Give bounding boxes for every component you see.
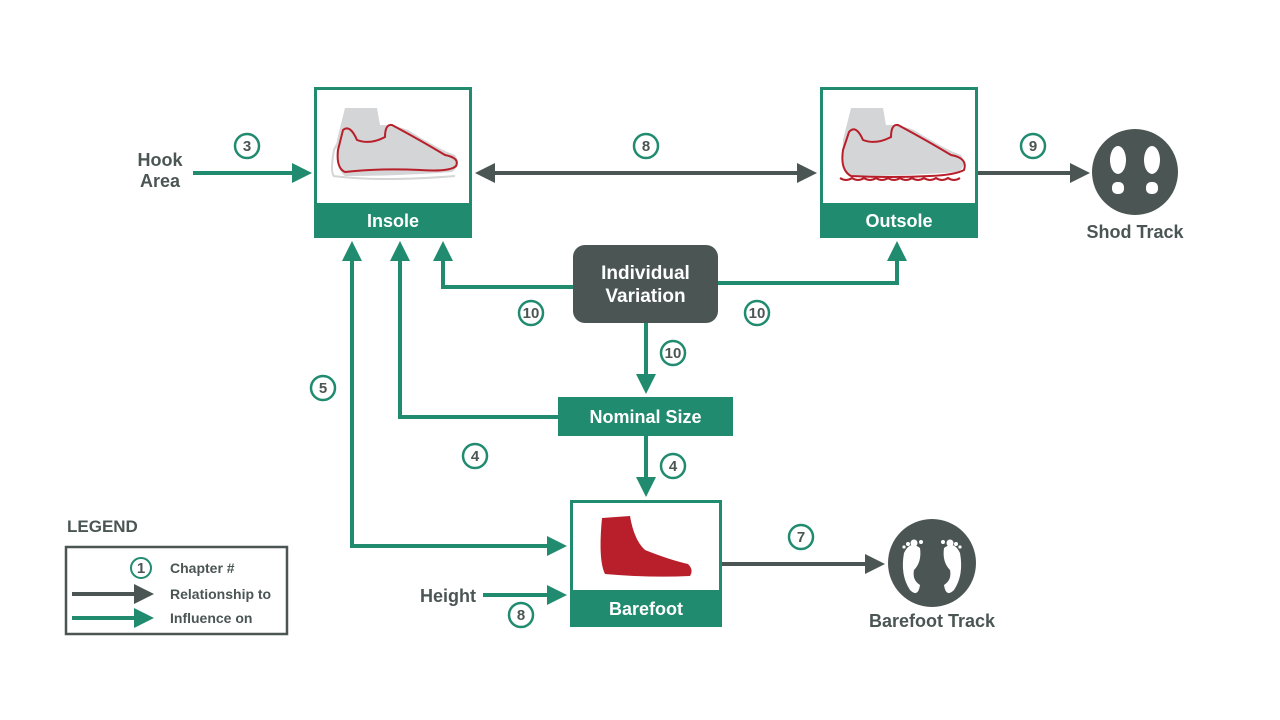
nominal-size-node: Nominal Size xyxy=(558,397,733,436)
chapter-badge: 10 xyxy=(749,305,766,322)
outsole-node: Outsole xyxy=(820,87,978,238)
insole-shoe-icon xyxy=(331,108,458,180)
outsole-label: Outsole xyxy=(865,211,932,231)
arrow-variation-to-insole xyxy=(433,241,575,289)
chapter-badge: 8 xyxy=(517,607,525,624)
nominal-size-label: Nominal Size xyxy=(589,407,701,427)
arrow-nominal-to-insole xyxy=(390,241,558,419)
chapter-badge: 3 xyxy=(243,138,251,155)
height-label: Height xyxy=(420,586,476,606)
shoe-prints-icon xyxy=(1110,146,1160,194)
chapter-badge: 8 xyxy=(642,138,650,155)
chapter-badge: 4 xyxy=(471,448,480,465)
outsole-shoe-icon xyxy=(839,108,966,181)
legend-chapter-symbol: 1 xyxy=(137,560,145,577)
legend-relationship-label: Relationship to xyxy=(170,586,271,602)
hook-area-label-1: Hook xyxy=(138,150,184,170)
barefoot-track-label: Barefoot Track xyxy=(869,611,996,631)
chapter-badge: 9 xyxy=(1029,138,1037,155)
insole-label: Insole xyxy=(367,211,419,231)
footprints-icon xyxy=(902,539,962,594)
arrow-barefoot-insole xyxy=(342,241,567,556)
individual-variation-label-2: Variation xyxy=(605,286,685,307)
barefoot-track-node: Barefoot Track xyxy=(869,519,996,631)
barefoot-node: Barefoot xyxy=(570,500,722,627)
insole-node: Insole xyxy=(314,87,472,238)
barefoot-label: Barefoot xyxy=(609,599,683,619)
legend-title: LEGEND xyxy=(67,517,138,536)
shod-track-label: Shod Track xyxy=(1086,222,1184,242)
barefoot-foot-icon xyxy=(600,516,692,577)
chapter-badge: 10 xyxy=(523,305,540,322)
chapter-badge: 4 xyxy=(669,458,678,475)
arrow-variation-to-outsole xyxy=(716,241,907,285)
legend: LEGEND 1 Chapter # Relationship to Influ… xyxy=(64,517,289,636)
hook-area-label-2: Area xyxy=(140,171,181,191)
shod-track-node: Shod Track xyxy=(1086,129,1185,242)
individual-variation-label-1: Individual xyxy=(601,263,690,284)
chapter-badge: 5 xyxy=(319,380,327,397)
chapter-badge: 10 xyxy=(665,345,682,362)
chapter-badge: 7 xyxy=(797,529,805,546)
individual-variation-node: Individual Variation xyxy=(573,245,718,323)
legend-influence-label: Influence on xyxy=(170,610,252,626)
legend-chapter-label: Chapter # xyxy=(170,560,235,576)
